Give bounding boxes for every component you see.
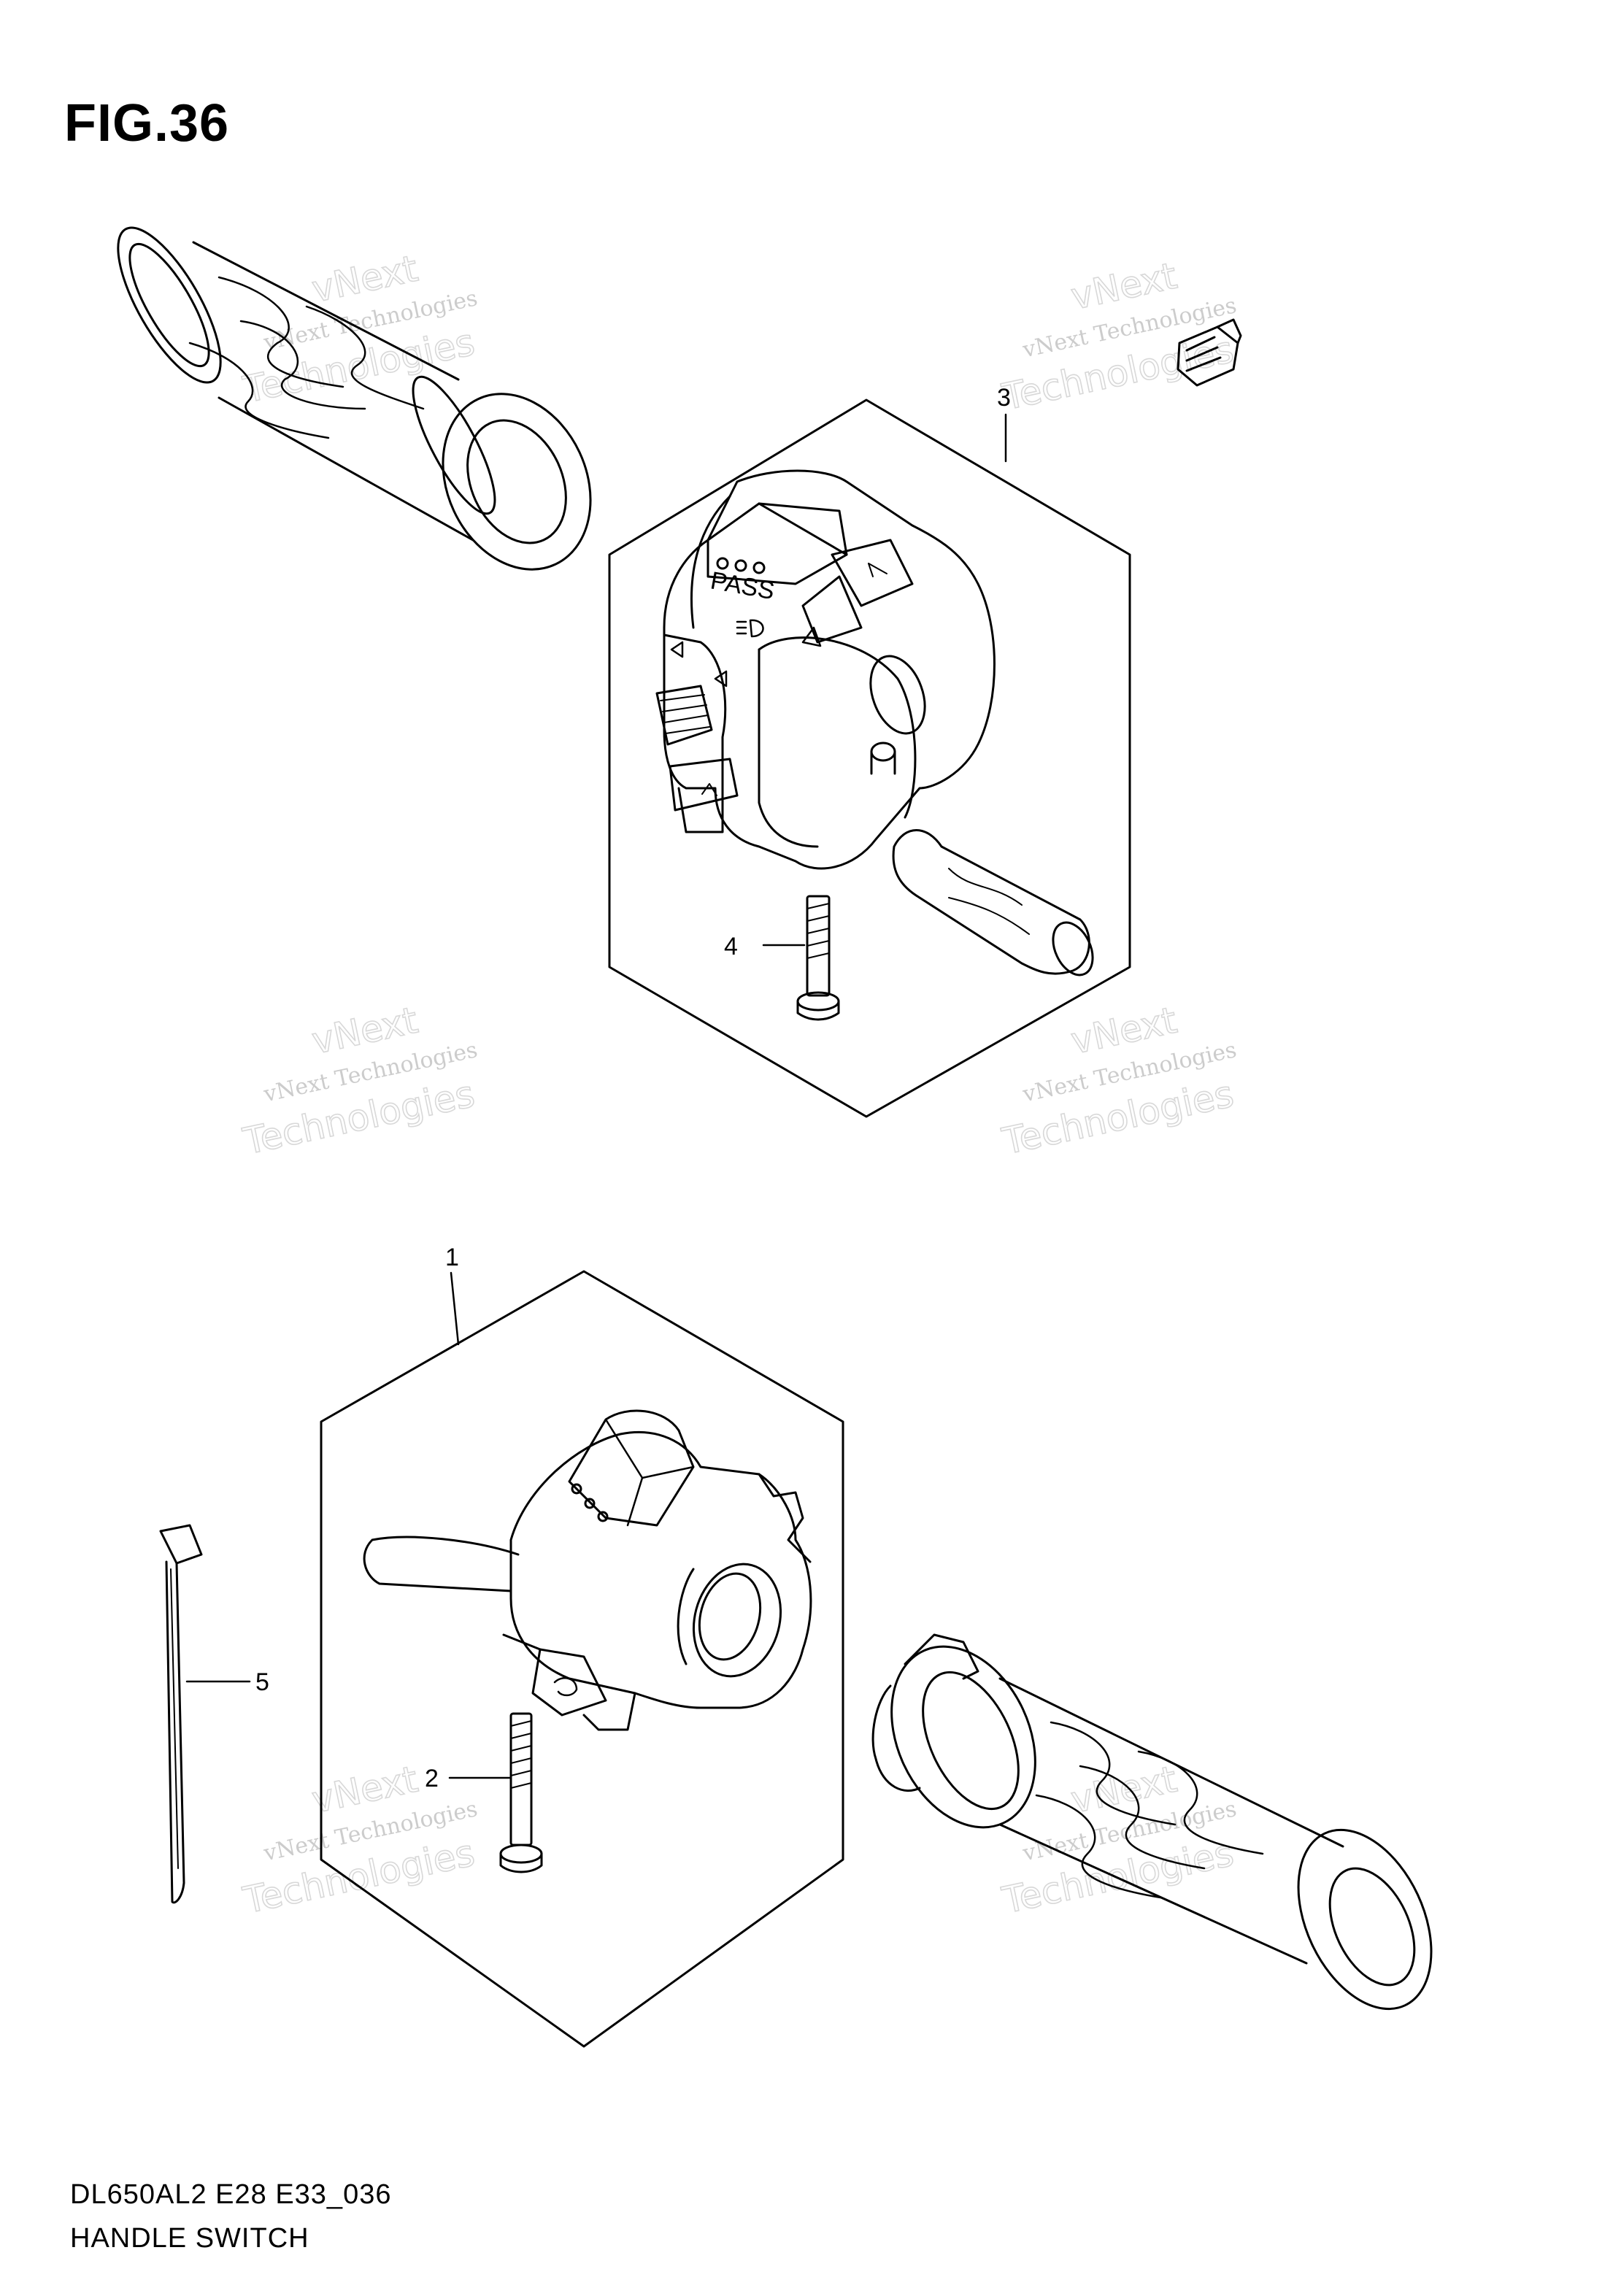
watermark-group: vNext vNext Technologies Technologies vN… (239, 247, 1239, 1922)
callout-4: 4 (724, 933, 738, 960)
diagram-description: HANDLE SWITCH (70, 2223, 309, 2254)
watermark: vNext vNext Technologies Technologies (998, 998, 1239, 1163)
parts-box-1 (320, 1270, 844, 2048)
callout-2: 2 (425, 1765, 439, 1792)
callout-leaders (185, 413, 1007, 1779)
cable-tie-5 (159, 1524, 203, 1904)
watermark: vNext vNext Technologies Technologies (239, 998, 480, 1163)
watermark: vNext vNext Technologies Technologies (239, 247, 480, 412)
leader-1 (450, 1271, 460, 1346)
callout-5: 5 (255, 1668, 269, 1696)
callout-3: 3 (997, 384, 1011, 412)
connector-clip (1177, 318, 1242, 387)
screw-4 (796, 895, 840, 1021)
screw-2 (499, 1712, 543, 1873)
watermark: vNext vNext Technologies Technologies (239, 1757, 480, 1922)
right-handle-switch (655, 469, 1094, 976)
callout-labels: 3 4 1 2 5 PASS (255, 384, 1011, 1792)
pass-label: PASS (709, 566, 777, 605)
handlebar-grip-right (117, 226, 592, 571)
left-handle-switch (363, 1409, 812, 1731)
figure-title: FIG.36 (64, 94, 230, 153)
parts-box-3 (608, 398, 1131, 1118)
callout-1: 1 (445, 1244, 459, 1271)
handlebar-grip-left (871, 1633, 1433, 2011)
model-code: DL650AL2 E28 E33_036 (70, 2179, 392, 2210)
